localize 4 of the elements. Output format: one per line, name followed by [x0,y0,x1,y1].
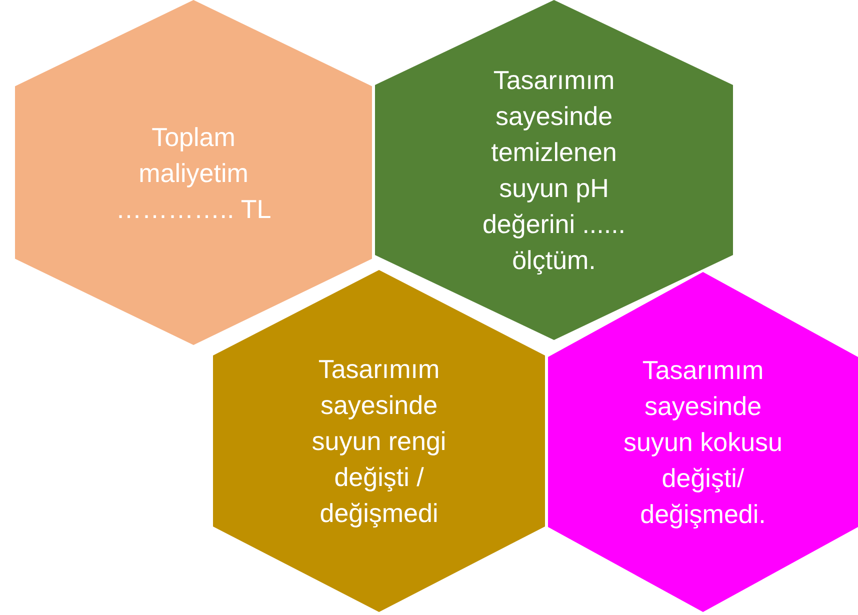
hexagon-text: Tasarımım sayesinde temizlenen suyun pH değerini ...... ölçtüm. [481,64,627,277]
hexagon-text: Toplam maliyetim ………….. TL [114,120,272,226]
hexagon-text: Tasarımım sayesinde suyun kokusu değişti/ değişmedi. [622,354,784,531]
hexagon-text: Tasarımım sayesinde suyun rengi değişti / değişmedi [310,353,448,530]
